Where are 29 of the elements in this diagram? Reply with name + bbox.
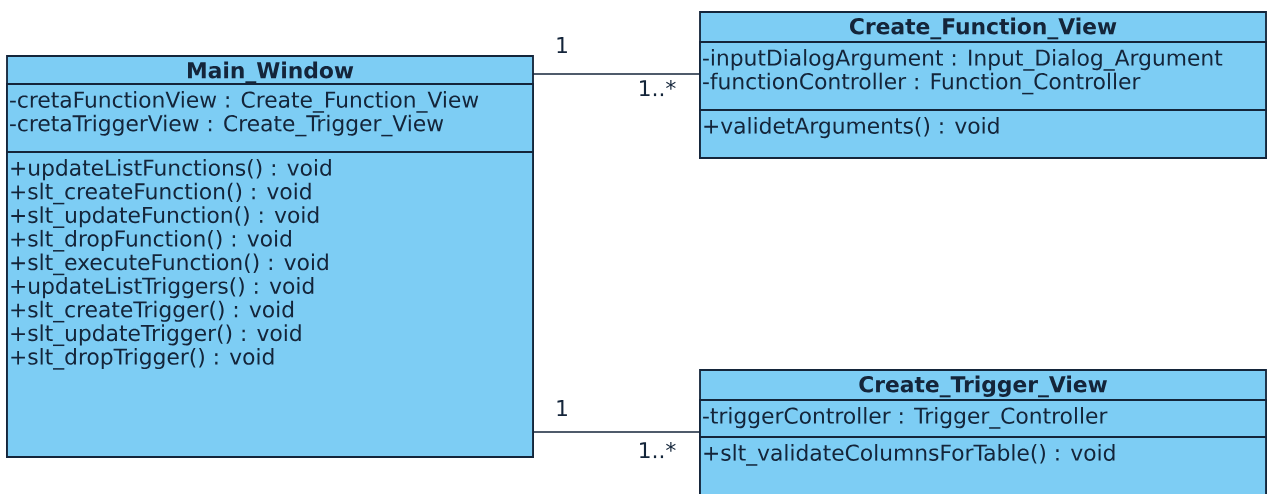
association-line: [532, 431, 701, 433]
node-label: +slt_updateFunction() : void: [11, 206, 319, 228]
multiplicity-label: 1..*: [640, 79, 676, 97]
member-list: -triggerController : Trigger_Controller: [703, 407, 1108, 429]
class-compartment: [6, 83, 534, 153]
multiplicity-label: 1..*: [640, 441, 676, 459]
class-name: Create_Trigger_View: [859, 375, 1107, 398]
node-label: +slt_updateTrigger() : void: [11, 324, 301, 347]
class-name: Create_Function_View: [850, 17, 1117, 40]
node-label: +updateListFunctions() : void: [11, 159, 331, 181]
node-label: +slt_createTrigger() : void: [11, 300, 294, 323]
node-label: +slt_dropTrigger() : void: [11, 347, 274, 370]
multiplicity-label: 1: [557, 37, 567, 53]
class-compartment: [699, 41, 1267, 111]
node-label: +updateListTriggers() : void: [11, 277, 314, 299]
member-list: +slt_validateColumnsForTable() : void: [704, 444, 1115, 466]
node-label: +slt_executeFunction() : void: [11, 253, 328, 276]
member-list: +validetArguments() : void: [704, 117, 999, 139]
node-label: +slt_dropFunction() : void: [11, 229, 291, 252]
member-list: -inputDialogArgument : Input_Dialog_Argument -functionController : Function_Controller: [703, 49, 1223, 95]
association-line: [532, 73, 701, 75]
class-compartment: [699, 436, 1267, 494]
member-list: +updateListFunctions() : void +slt_createFunction() : void +slt_updateFunction() : void +slt_dropFunction() : void +slt_executeFunction() : void +updateListTriggers() : void +slt_createTrigger() : void +slt_updateTrigger() : void +slt_dropTrigger() : void: [11, 159, 331, 370]
class-compartment: [699, 109, 1267, 159]
class-name: Main_Window: [188, 61, 354, 84]
node-label: +slt_createFunction() : void: [11, 182, 311, 205]
class-compartment: [699, 399, 1267, 438]
multiplicity-label: 1: [557, 400, 567, 416]
member-list: -cretaFunctionView : Create_Function_View -cretaTriggerView : Create_Trigger_View: [10, 91, 479, 137]
